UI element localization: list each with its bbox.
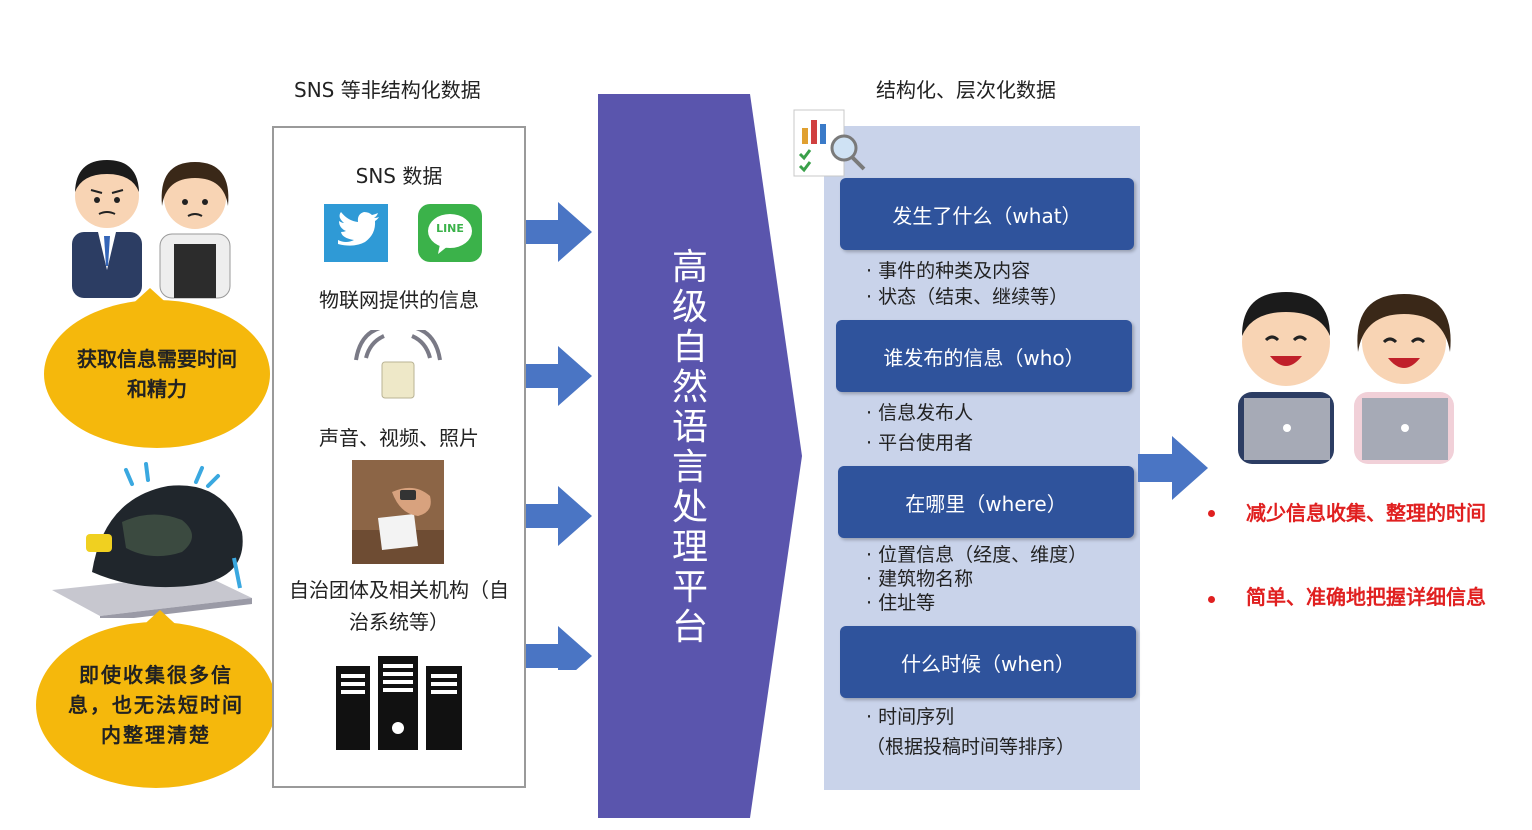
worried-people-illustration (72, 160, 231, 299)
category-when-box: 什么时候（when） (840, 626, 1136, 698)
bubble-tail-top (128, 288, 172, 308)
sns-data-label: SNS 数据 (355, 164, 443, 188)
bubble-tail-bottom (138, 610, 182, 630)
line-app-tile: LINE (418, 204, 482, 262)
category-where-title: 在哪里（where） (905, 491, 1067, 516)
category-who-title: 谁发布的信息（who） (883, 345, 1085, 370)
category-what-box: 发生了什么（what） (840, 178, 1134, 250)
input-arrows (526, 202, 592, 670)
media-photo-icon (352, 460, 444, 564)
input-arrow-gov (526, 626, 592, 670)
government-data-label: 自治团体及相关机构（自治系统等） (289, 578, 509, 634)
benefit-1: 减少信息收集、整理的时间 (1246, 501, 1486, 525)
time-effort-bubble-text: 获取信息需要时间和精力 (77, 347, 237, 401)
media-data-label: 声音、视频、照片 (319, 426, 479, 450)
nlp-platform-label: 高级自然语言处理平台 (671, 247, 708, 648)
iot-data-label: 物联网提供的信息 (319, 288, 479, 312)
category-what-title: 发生了什么（what） (892, 203, 1082, 228)
category-where-detail-2: · 建筑物名称 (866, 568, 974, 590)
twitter-bird-icon (338, 212, 379, 246)
input-arrow-media (526, 486, 592, 546)
overloaded-laptop-illustration (52, 462, 252, 618)
line-badge-text: LINE (436, 222, 464, 235)
line-app-icon (428, 214, 472, 254)
twitter-app-tile (324, 204, 388, 262)
category-who-box: 谁发布的信息（who） (836, 320, 1132, 392)
category-what-detail-2: · 状态（结束、继续等） (866, 286, 1069, 308)
category-where-detail-3: · 住址等 (866, 592, 936, 614)
server-rack-icon (336, 656, 462, 750)
category-when-title: 什么时候（when） (900, 651, 1075, 676)
category-where-detail-1: · 位置信息（经度、维度） (866, 544, 1088, 566)
category-who-detail-2: · 平台使用者 (866, 432, 974, 454)
overload-bubble: 即使收集很多信息，也无法短时间内整理清楚 (36, 622, 276, 788)
benefit-2: 简单、准确地把握详细信息 (1246, 585, 1486, 609)
benefit-bullet-2 (1208, 596, 1215, 603)
category-when-detail-1: · 时间序列 (866, 706, 955, 728)
input-arrow-sns (526, 202, 592, 262)
structured-data-heading: 结构化、层次化数据 (876, 78, 1056, 102)
benefit-bullet-1 (1208, 510, 1215, 517)
time-effort-bubble: 获取信息需要时间和精力 (44, 300, 270, 448)
nlp-platform-shape (598, 94, 802, 818)
output-arrow (1138, 436, 1208, 500)
overload-bubble-text: 即使收集很多信息，也无法短时间内整理清楚 (68, 663, 244, 747)
category-where-box: 在哪里（where） (838, 466, 1134, 538)
category-when-detail-2: （根据投稿时间等排序） (866, 736, 1076, 758)
input-arrow-iot (526, 346, 592, 406)
unstructured-data-heading: SNS 等非结构化数据 (294, 78, 481, 102)
category-who-detail-1: · 信息发布人 (866, 402, 974, 424)
iot-sensor-icon (354, 330, 442, 399)
report-analysis-icon (793, 109, 866, 177)
category-what-detail-1: · 事件的种类及内容 (866, 260, 1031, 282)
happy-people-illustration (1238, 292, 1454, 464)
